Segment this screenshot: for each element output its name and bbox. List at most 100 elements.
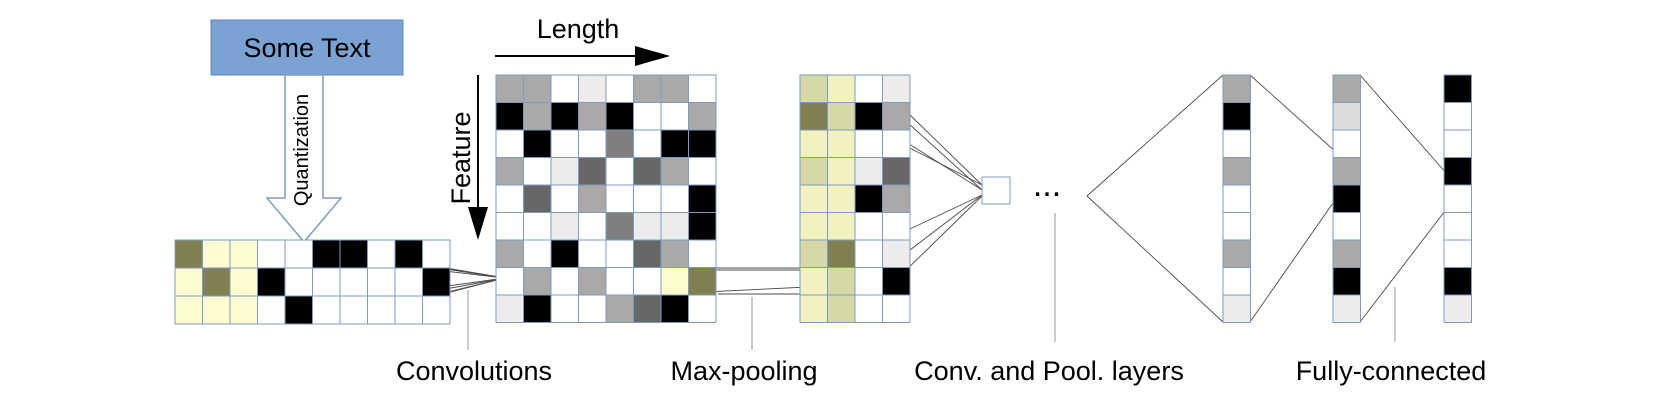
grid-cell (550, 129, 579, 158)
grid-cell (495, 102, 524, 131)
grid-cell (605, 212, 634, 241)
grid-cell (854, 102, 883, 131)
grid-cell (284, 267, 313, 297)
grid-cell (688, 102, 717, 131)
grid-cell (799, 102, 828, 131)
grid-cell (660, 74, 689, 103)
grid-cell (339, 267, 368, 297)
grid-cell (394, 267, 423, 297)
grid-cell (882, 294, 911, 323)
grid-cell (523, 129, 552, 158)
max-pooling-grid (799, 74, 911, 323)
grid-cell (202, 267, 231, 297)
label-conv-pool-layers: Conv. and Pool. layers (914, 356, 1184, 386)
grid-cell (854, 267, 883, 296)
grid-cell (799, 294, 828, 323)
grid-cell (174, 295, 203, 325)
grid-cell (1222, 294, 1251, 323)
convolution-feature-map-grid (495, 74, 717, 323)
grid-cell (605, 184, 634, 213)
grid-cell (495, 129, 524, 158)
grid-cell (550, 74, 579, 103)
grid-cell (633, 102, 662, 131)
grid-cell (422, 267, 451, 297)
grid-cell (1443, 102, 1472, 131)
grid-cell (605, 129, 634, 158)
quantization-label: Quantization (291, 94, 313, 206)
grid-cell (633, 157, 662, 186)
grid-cell (1443, 74, 1472, 103)
connector-line (909, 114, 983, 186)
grid-cell (1222, 239, 1251, 268)
grid-cell (633, 212, 662, 241)
grid-cell (523, 239, 552, 268)
grid-cell (1222, 184, 1251, 213)
grid-cell (799, 239, 828, 268)
grid-cell (1443, 129, 1472, 158)
grid-cell (174, 239, 203, 269)
grid-cell (550, 294, 579, 323)
length-label: Length (537, 14, 620, 44)
grid-cell (1222, 102, 1251, 131)
grid-cell (495, 239, 524, 268)
grid-cell (578, 129, 607, 158)
connector-line (1086, 195, 1224, 323)
grid-cell (578, 157, 607, 186)
ellipsis: ... (1033, 166, 1061, 204)
grid-cell (827, 212, 856, 241)
grid-cell (550, 102, 579, 131)
label-max-pooling: Max-pooling (670, 356, 817, 386)
grid-cell (827, 267, 856, 296)
grid-cell (827, 184, 856, 213)
grid-cell (550, 157, 579, 186)
grid-cell (605, 267, 634, 296)
grid-cell (660, 267, 689, 296)
grid-cell (633, 129, 662, 158)
grid-cell (312, 295, 341, 325)
grid-cell (367, 295, 396, 325)
grid-cell (660, 212, 689, 241)
grid-cell (688, 239, 717, 268)
grid-cell (229, 267, 258, 297)
grid-cell (882, 74, 911, 103)
grid-cell (799, 74, 828, 103)
grid-cell (312, 267, 341, 297)
grid-cell (633, 74, 662, 103)
grid-cell (257, 267, 286, 297)
grid-cell (882, 184, 911, 213)
grid-cell (1222, 212, 1251, 241)
grid-cell (882, 102, 911, 131)
grid-cell (799, 129, 828, 158)
grid-cell (633, 294, 662, 323)
grid-cell (578, 239, 607, 268)
grid-cell (633, 184, 662, 213)
grid-cell (284, 295, 313, 325)
feature-label: Feature (446, 111, 476, 204)
grid-cell (827, 74, 856, 103)
grid-cell (394, 239, 423, 269)
grid-cell (688, 267, 717, 296)
grid-cell (688, 129, 717, 158)
grid-cell (660, 157, 689, 186)
grid-cell (1332, 294, 1361, 323)
grid-cell (688, 157, 717, 186)
grid-cell (523, 157, 552, 186)
grid-cell (578, 267, 607, 296)
label-convolutions: Convolutions (396, 356, 552, 386)
grid-cell (660, 129, 689, 158)
grid-cell (550, 212, 579, 241)
grid-cell (578, 212, 607, 241)
input-text-label: Some Text (243, 33, 371, 63)
grid-cell (495, 212, 524, 241)
connector-line (1086, 74, 1224, 197)
grid-cell (1443, 239, 1472, 268)
grid-cell (660, 294, 689, 323)
grid-cell (854, 239, 883, 268)
grid-cell (229, 239, 258, 269)
grid-cell (799, 157, 828, 186)
grid-cell (605, 74, 634, 103)
connector-line (909, 194, 983, 251)
grid-cell (550, 239, 579, 268)
grid-cell (882, 157, 911, 186)
